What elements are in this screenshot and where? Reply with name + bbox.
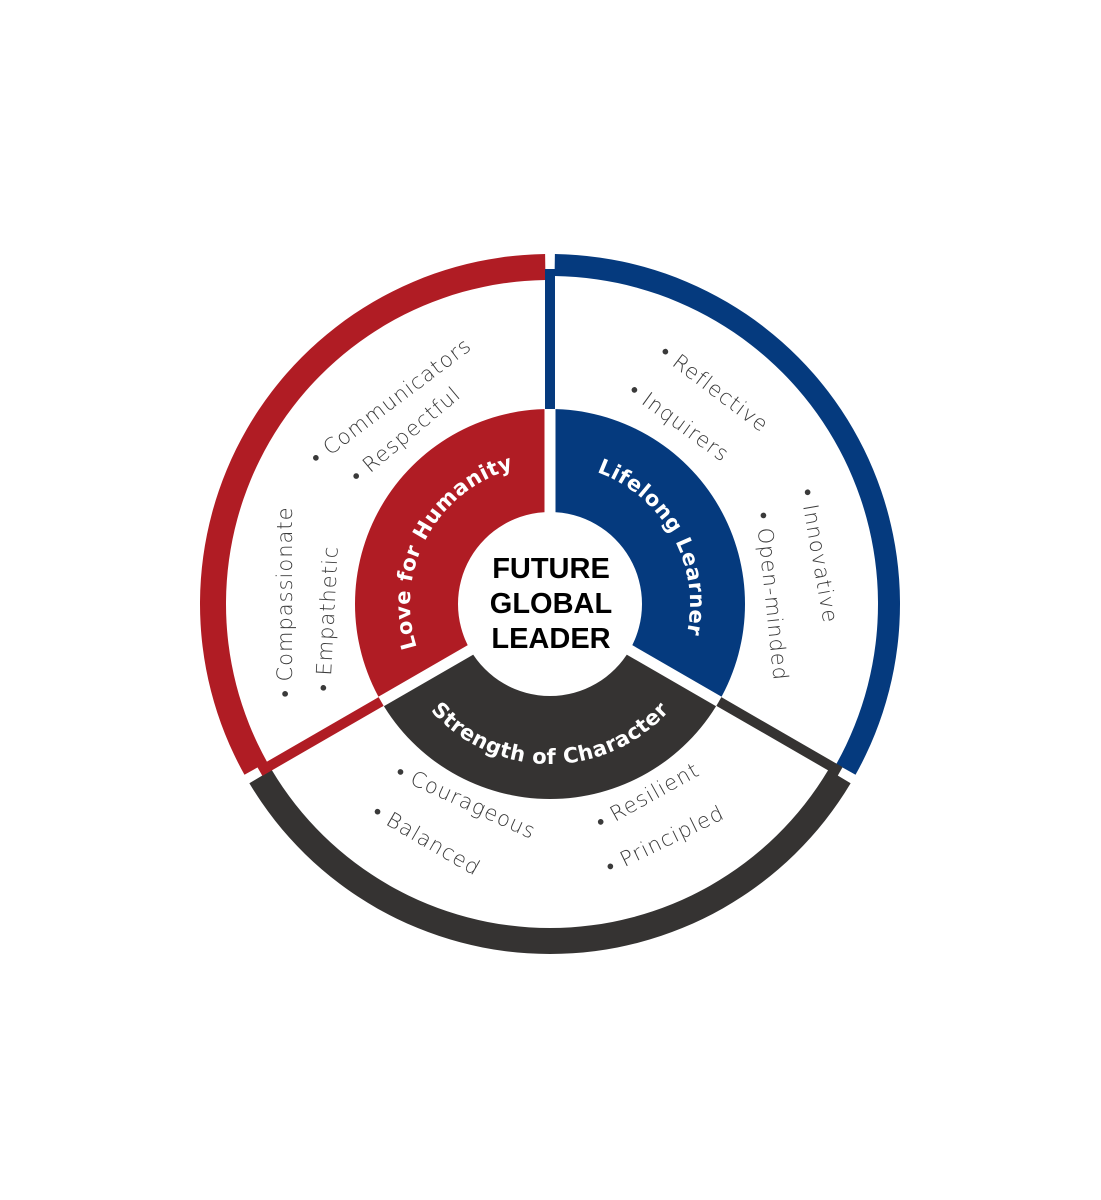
segment-gap <box>374 641 480 709</box>
center-line-3: LEADER <box>491 623 610 655</box>
outer-ring-red <box>200 254 546 775</box>
inner-segment-blue <box>550 409 745 702</box>
inner-segment-red <box>355 409 550 702</box>
trait-empathetic: • Empathetic <box>311 545 343 692</box>
trait-compassionate: • Compassionate <box>273 506 297 697</box>
trait-innovative: • Innovative <box>795 487 842 626</box>
outer-ring-blue <box>554 254 900 775</box>
outer-ring-dark <box>249 769 851 955</box>
divider-red <box>257 697 384 776</box>
divider-dark <box>716 697 843 776</box>
trait-open-minded: • Open-minded <box>751 511 793 682</box>
segment-gap <box>620 641 726 709</box>
center-line-2: GLOBAL <box>490 588 612 620</box>
inner-segment-dark <box>381 650 719 799</box>
center-line-1: FUTURE <box>492 553 610 585</box>
